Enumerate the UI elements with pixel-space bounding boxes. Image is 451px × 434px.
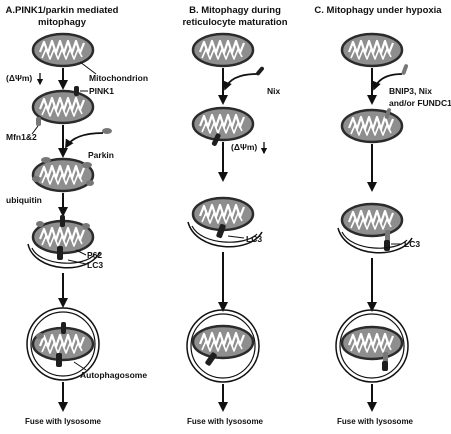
mitochondrion-c2 (340, 108, 404, 144)
p62-leader (75, 249, 87, 256)
lc3-marker (382, 361, 388, 371)
autophagosome-outer-c (335, 309, 409, 383)
panel-a: A.PINK1/parkin mediated mitophagy Mitoch… (6, 5, 149, 426)
autophagosome-leader (73, 361, 87, 371)
lc3-label-c: LC3 (404, 239, 420, 249)
lc3-leader-a (67, 259, 87, 265)
mitochondrion-c4 (340, 325, 404, 361)
panel-c-title: C. Mitophagy under hypoxia (314, 5, 442, 16)
panel-a-title-line2: mitophagy (38, 17, 87, 28)
phagophore-outer (27, 243, 101, 269)
mitochondrion-b1 (191, 32, 255, 68)
receptor-marker (384, 108, 392, 119)
nix-marker (211, 133, 221, 146)
ubiquitin-dot (36, 333, 44, 339)
pink1-marker (61, 322, 66, 334)
lc3-label-b: LC3 (246, 234, 262, 244)
phagophore-outer-c (337, 227, 413, 254)
mfn-marker (36, 117, 41, 126)
delta-psi-label-a: (ΔΨm) (6, 73, 32, 83)
parkin-label: Parkin (88, 150, 114, 160)
mitochondrion-label: Mitochondrion (89, 73, 148, 83)
p62-label: P62 (87, 250, 102, 260)
ubiquitin-dot (36, 221, 44, 227)
pink1-marker (60, 215, 65, 227)
lc3-marker (57, 246, 63, 260)
phagophore-outer-b (187, 221, 263, 248)
parkin-recruit-arrow (65, 132, 104, 149)
lc3-marker (56, 353, 62, 367)
parkin-marker (102, 128, 112, 134)
phagophore-inner (31, 247, 96, 264)
ubiquitin-dot (32, 176, 40, 182)
autophagosome-inner-b (190, 313, 256, 379)
panel-a-title-line1: A.PINK1/parkin mediated (6, 5, 119, 16)
ubiquitin-label: ubiquitin (6, 195, 42, 205)
receptor-label-line1: BNIP3, Nix (389, 86, 432, 96)
mitochondrion-a2 (31, 89, 95, 125)
mitochondrion-a1 (31, 32, 95, 68)
panel-b-title-line1: B. Mitophagy during (189, 5, 281, 16)
receptor-arrow (372, 73, 403, 91)
mitochondrion-c1 (340, 32, 404, 68)
delta-psi-label-b: (ΔΨm) (231, 142, 257, 152)
ubiquitin-dot (82, 162, 92, 168)
panel-b: B. Mitophagy during reticulocyte maturat… (182, 5, 287, 426)
nix-arrow (223, 73, 258, 91)
mfn-leader (31, 125, 39, 135)
phagophore-inner-b (191, 225, 258, 243)
fuse-label-a: Fuse with lysosome (25, 417, 102, 426)
lc3-label-a: LC3 (87, 260, 103, 270)
lc3-marker (384, 240, 390, 251)
mitochondrion-b2 (191, 106, 255, 142)
panel-c: C. Mitophagy under hypoxia BNIP3, Nix an… (314, 5, 451, 426)
lc3-marker (216, 223, 226, 239)
ubiquitin-dot (82, 223, 90, 229)
autophagosome-inner-c (339, 313, 405, 379)
mitochondrion-c3 (340, 202, 404, 238)
nix-label: Nix (267, 86, 281, 96)
autophagosome-inner (30, 311, 96, 377)
pink1-marker (74, 86, 79, 96)
lc3-leader-b (227, 235, 245, 239)
phagophore-inner-c (341, 231, 408, 249)
lc3-marker (205, 352, 217, 366)
autophagosome-outer (26, 307, 100, 381)
fuse-label-b: Fuse with lysosome (187, 417, 264, 426)
ubiquitin-dot (86, 180, 94, 186)
receptor-marker (385, 230, 390, 242)
autophagosome-outer-b (186, 309, 260, 383)
mfn-label: Mfn1&2 (6, 132, 37, 142)
mitochondrion-b4 (191, 324, 255, 360)
panel-b-title-line2: reticulocyte maturation (182, 17, 287, 28)
mitochondrion-leader (79, 61, 97, 75)
ubiquitin-dot (41, 157, 51, 163)
autophagosome-label: Autophagosome (80, 370, 147, 380)
nix-marker (256, 66, 264, 76)
receptor-marker (401, 64, 409, 75)
fuse-label-c: Fuse with lysosome (337, 417, 414, 426)
receptor-label-line2: and/or FUNDC1 (389, 98, 451, 108)
pink1-label: PINK1 (89, 86, 114, 96)
